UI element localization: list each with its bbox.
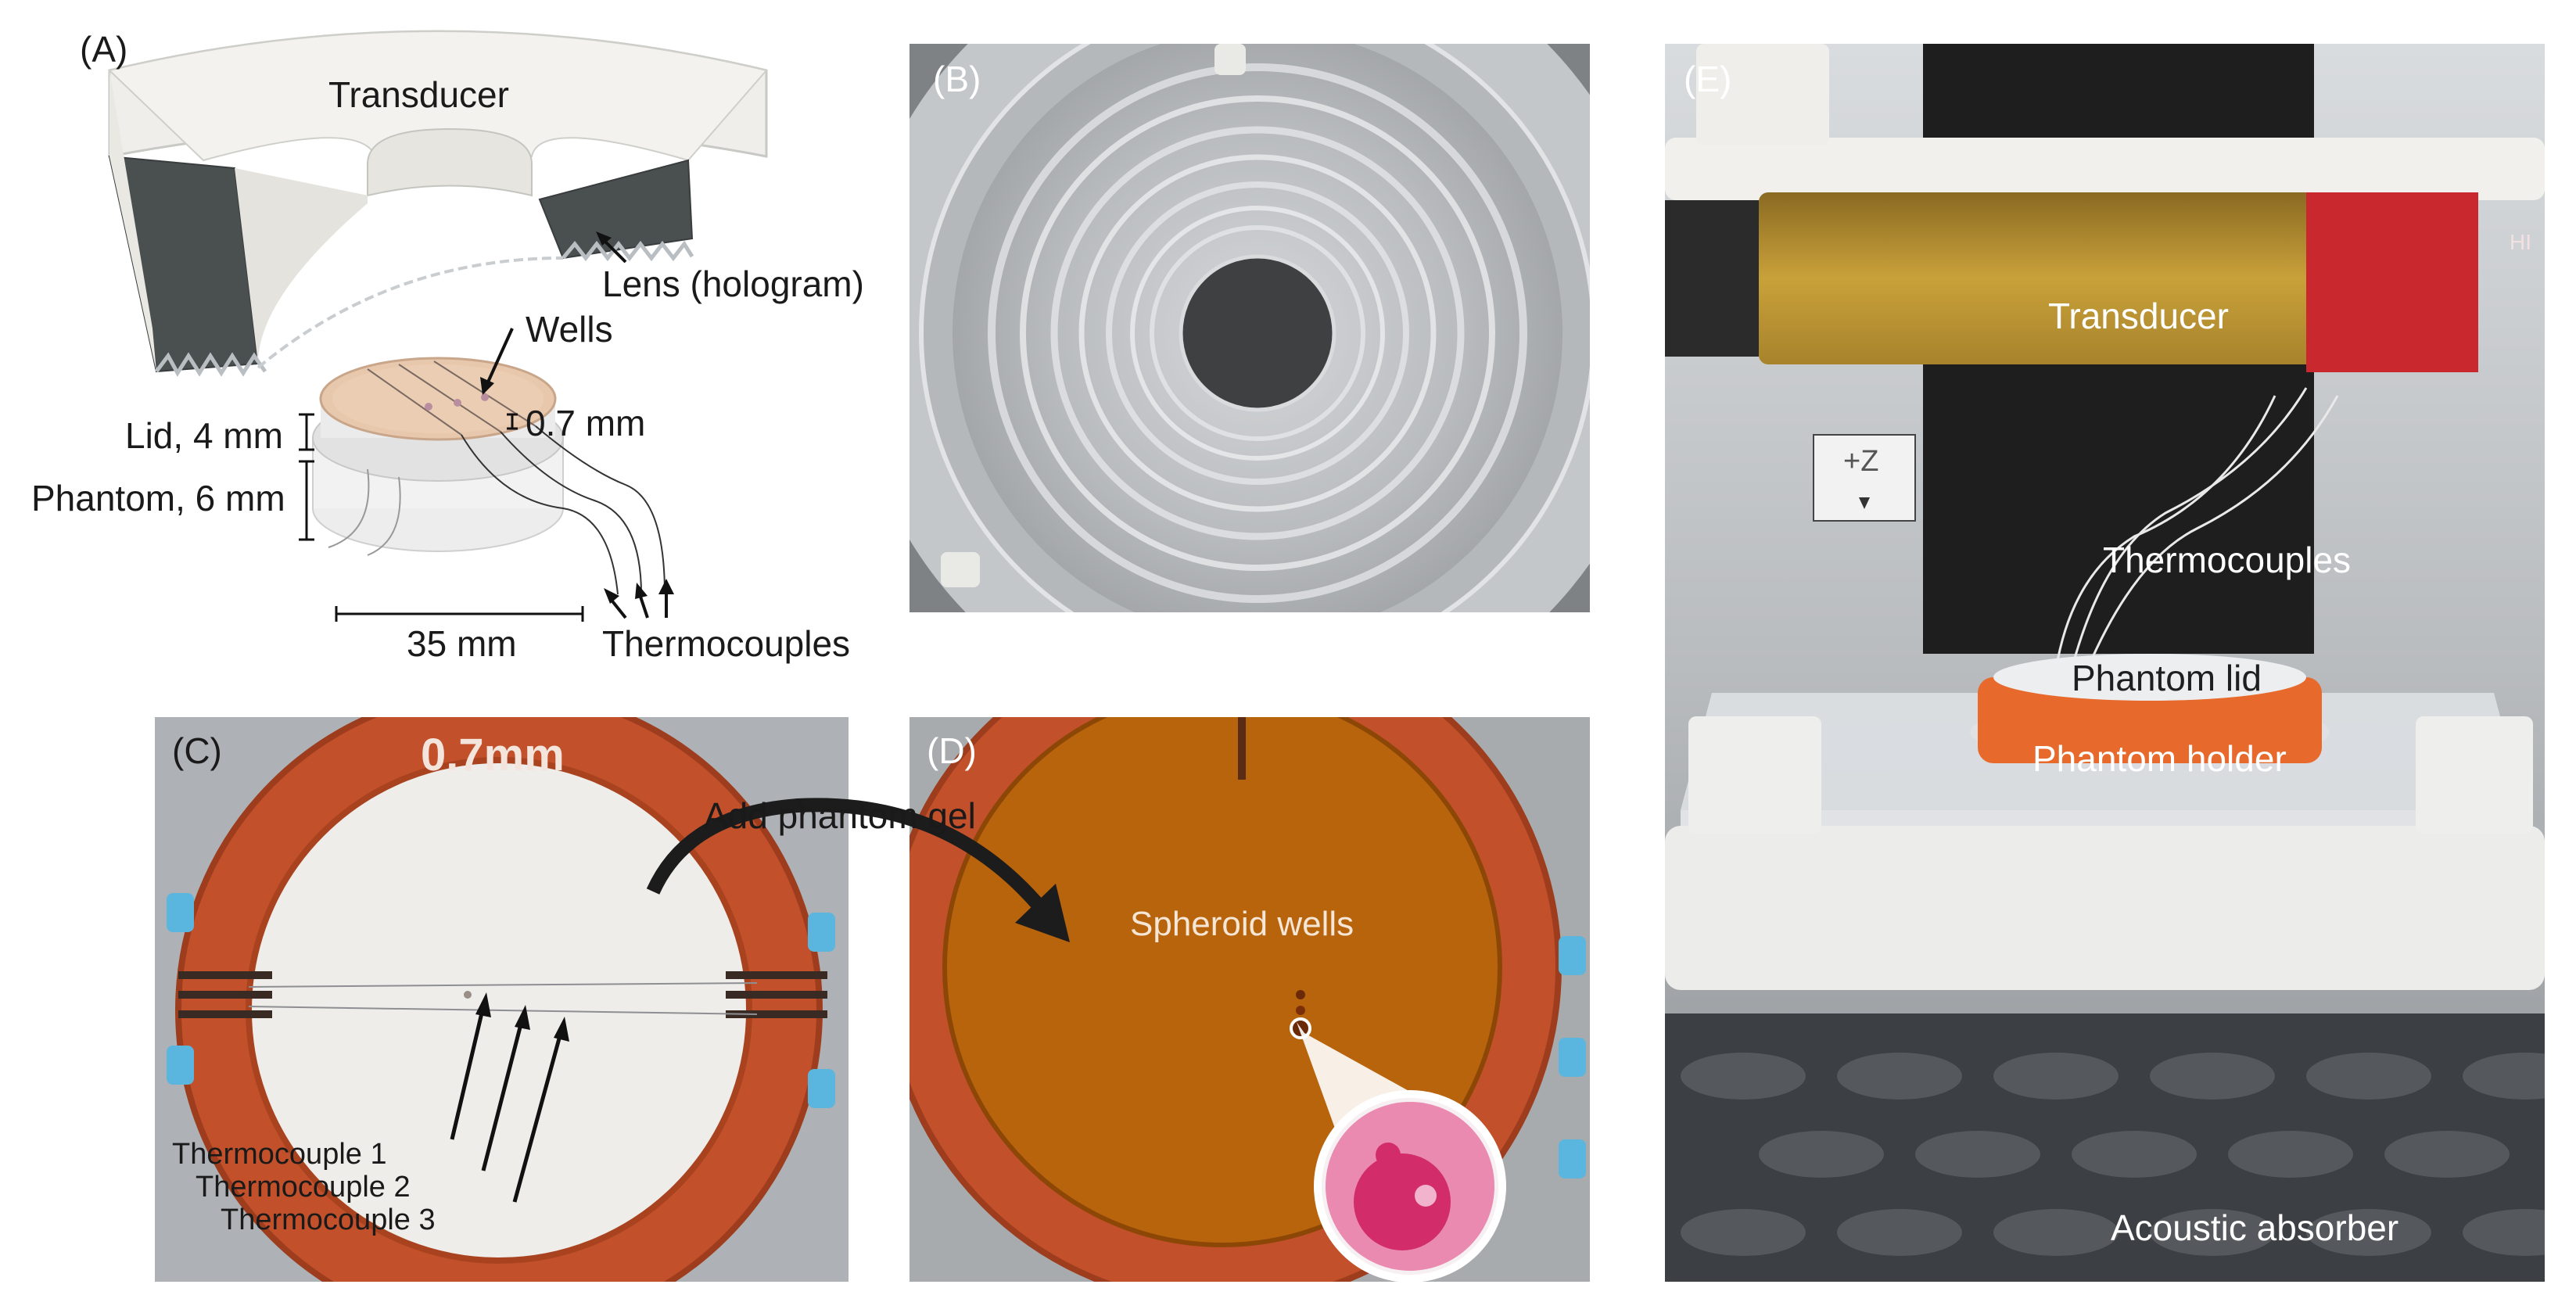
panel-e-letter: (E): [1684, 59, 1732, 99]
panel-b-letter: (B): [933, 59, 981, 99]
panel-c-letter: (C): [172, 730, 222, 771]
thermocouple-1-label: Thermocouple 1: [172, 1138, 387, 1171]
experimental-setup-image: [1665, 44, 2545, 1282]
phantom-label: Phantom, 6 mm: [31, 478, 285, 518]
spheroid-wells-label: Spheroid wells: [1130, 905, 1354, 943]
panel-a-schematic: [107, 30, 768, 622]
transducer-photo-label: Transducer: [2048, 296, 2229, 336]
red-label-text: HI: [2510, 230, 2531, 254]
phantom-lid-label: Phantom lid: [2072, 658, 2262, 698]
panel-a: (A) Transducer Lens (hologram) Wells 0.7…: [0, 0, 884, 688]
add-gel-label: Add phantom gel: [704, 795, 976, 836]
panel-a-letter: (A): [80, 29, 128, 70]
thermocouples-label: Thermocouples: [602, 623, 851, 664]
thermocouples-photo-label: Thermocouples: [2103, 540, 2352, 580]
panel-e-photo: (E) Transducer HI +Z Thermocouples Phant…: [1665, 44, 2545, 1282]
thermocouple-2-label: Thermocouple 2: [196, 1171, 411, 1204]
panel-d-photo: (D) Spheroid wells: [909, 717, 1590, 1282]
lid-label: Lid, 4 mm: [125, 415, 283, 456]
well-size-label: 0.7 mm: [526, 403, 646, 443]
transducer-illustration: [107, 30, 768, 377]
thermocouple-3-label: Thermocouple 3: [221, 1204, 436, 1236]
wells-label: Wells: [526, 309, 613, 350]
phantom-cylinder-illustration: [312, 357, 666, 595]
phantom-holder-label: Phantom holder: [2032, 738, 2287, 779]
transducer-label: Transducer: [328, 74, 509, 115]
phantom-gel-image: [909, 717, 1590, 1282]
acoustic-absorber-label: Acoustic absorber: [2111, 1207, 2399, 1248]
diameter-label: 35 mm: [407, 623, 517, 664]
z-axis-label: +Z: [1843, 445, 1879, 478]
lens-label: Lens (hologram): [602, 264, 864, 304]
phantom-holder-image: [155, 717, 849, 1282]
hologram-lens-image: [909, 44, 1590, 612]
thermocouple-arrows: [450, 992, 569, 1203]
panel-d-letter: (D): [927, 730, 977, 771]
panel-b-photo: (B): [909, 44, 1590, 612]
panel-c-photo: 0.7mm (C) Thermocouple 1 Thermocouple 2 …: [155, 717, 849, 1282]
engraving-label: 0.7mm: [421, 730, 565, 780]
